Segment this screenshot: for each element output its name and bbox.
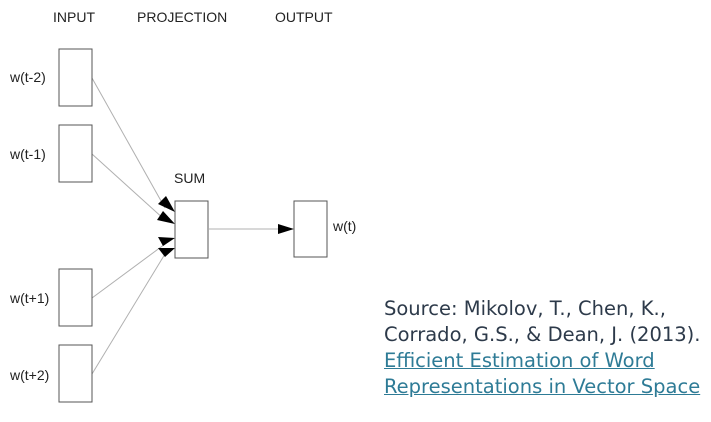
projection-column-header: PROJECTION bbox=[137, 9, 227, 25]
input-label-4: w(t+2) bbox=[9, 367, 49, 383]
arrowhead-input-2 bbox=[157, 211, 175, 224]
input-column-header: INPUT bbox=[53, 9, 95, 25]
projection-label: SUM bbox=[174, 170, 205, 186]
arrowhead-output bbox=[278, 224, 294, 234]
input-node-3 bbox=[58, 268, 93, 327]
citation: Source: Mikolov, T., Chen, K., Corrado, … bbox=[384, 296, 706, 400]
output-column-header: OUTPUT bbox=[275, 9, 333, 25]
input-node-1 bbox=[58, 48, 93, 107]
output-label: w(t) bbox=[332, 218, 356, 234]
input-label-1: w(t-2) bbox=[9, 69, 46, 85]
edge-input-3-to-sum bbox=[91, 243, 166, 299]
input-label-2: w(t-1) bbox=[9, 146, 46, 162]
paper-link-line-1: Efficient Estimation of Word bbox=[384, 349, 655, 372]
input-node-2 bbox=[58, 124, 93, 183]
arrowhead-input-4 bbox=[158, 248, 175, 257]
arrowhead-input-3 bbox=[158, 237, 175, 246]
edge-input-2-to-sum bbox=[91, 153, 166, 221]
projection-node bbox=[174, 200, 209, 259]
edge-input-4-to-sum bbox=[91, 253, 166, 375]
arrowhead-input-1 bbox=[158, 196, 175, 212]
input-node-4 bbox=[58, 344, 93, 403]
edge-input-1-to-sum bbox=[91, 77, 166, 209]
paper-link-line-2: Representations in Vector Space bbox=[384, 375, 701, 398]
output-node bbox=[293, 200, 328, 258]
citation-line-2: Corrado, G.S., & Dean, J. (2013). bbox=[384, 323, 701, 346]
input-label-3: w(t+1) bbox=[9, 290, 49, 306]
citation-line-1: Source: Mikolov, T., Chen, K., bbox=[384, 297, 666, 320]
paper-link[interactable]: Efficient Estimation of Word Representat… bbox=[384, 348, 706, 400]
